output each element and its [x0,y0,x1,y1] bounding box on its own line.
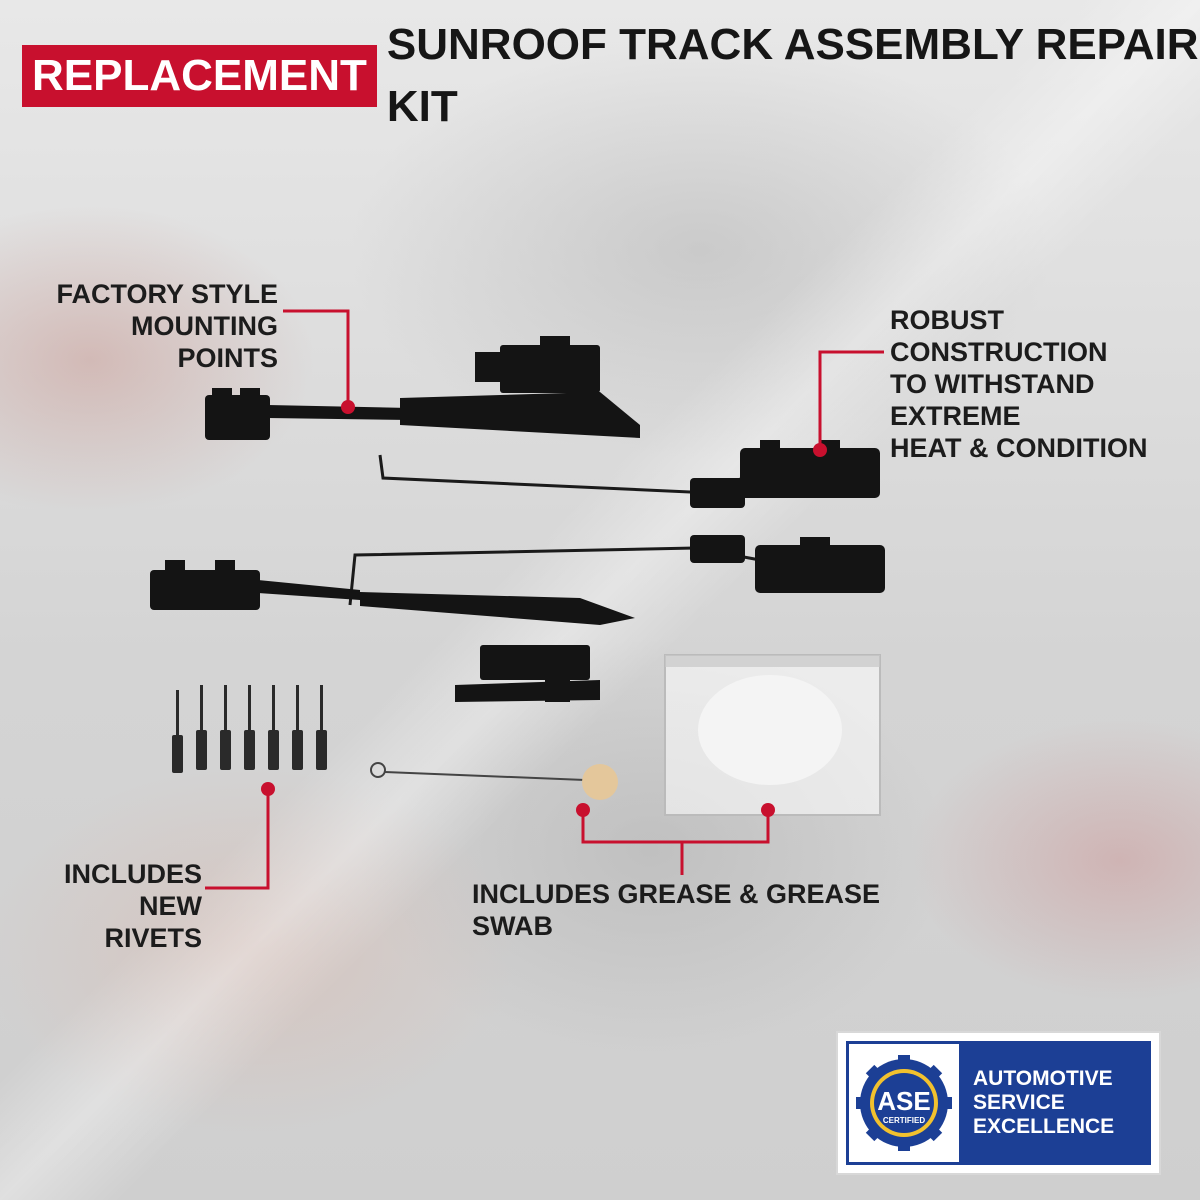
rivet [296,685,299,733]
rivets-callout-line [205,790,270,890]
slider-clip [215,560,235,572]
rivets [172,685,327,773]
slider-clip [800,537,830,549]
rivets-callout: INCLUDES NEW RIVETS [20,858,202,954]
rivets-callout-line1: INCLUDES NEW [63,859,202,921]
replacement-tag: REPLACEMENT [22,45,377,107]
rivet [220,730,231,770]
rivet [244,730,255,770]
rivet [176,690,179,738]
upper-track-assembly [205,336,640,440]
ase-line-2: SERVICE [973,1091,1065,1114]
robust-callout: ROBUST CONSTRUCTION TO WITHSTAND EXTREME… [890,304,1195,464]
ase-seal-sub: CERTIFIED [883,1116,925,1125]
lower-left-slider [150,570,260,610]
upper-track-rail [400,392,640,438]
rivet [272,685,275,733]
rivets-callout-line2: RIVETS [104,923,202,953]
grease-dot-right [761,803,775,817]
mounting-callout-line2: MOUNTING POINTS [131,311,278,373]
lower-cable-bracket [690,535,745,563]
grease-bracket-line [581,810,770,844]
rivet [224,685,227,733]
ase-line-3: EXCELLENCE [973,1115,1115,1138]
ase-seal-text: ASE [877,1086,930,1116]
mounting-callout-line [283,309,350,405]
rivet [268,730,279,770]
upper-left-slider [205,395,270,440]
mounting-callout-line1: FACTORY STYLE [56,279,278,309]
ase-gear-icon: ASE CERTIFIED [856,1055,952,1151]
rivet [248,685,251,733]
grease-packet [698,675,842,785]
ase-certified-badge: ASE CERTIFIED AUTOMOTIVE SERVICE EXCELLE… [836,1031,1161,1175]
rivets-dot [261,782,275,796]
upper-right-slider [740,448,880,498]
rivet [316,730,327,770]
slider-clip [760,440,780,452]
robust-callout-line2: TO WITHSTAND EXTREME [890,369,1095,431]
ase-seal-cell: ASE CERTIFIED [849,1044,959,1162]
ase-line-1: AUTOMOTIVE [973,1067,1113,1090]
grease-swab [370,762,618,800]
lower-right-slider [755,545,885,593]
lower-track-assembly [150,535,885,702]
callout-dots [261,400,827,817]
slider-clip [165,560,185,572]
lower-track-rail [360,592,635,625]
mounting-dot [341,400,355,414]
lower-bracket [480,645,590,680]
robust-callout-line3: HEAT & CONDITION [890,433,1148,463]
rivet [172,735,183,773]
swab-wire [384,771,586,781]
rivet [200,685,203,733]
callout-lines [205,309,884,890]
lower-bracket-base [455,680,600,702]
rivet [320,685,323,733]
page-title: SUNROOF TRACK ASSEMBLY REPAIR KIT [386,20,1199,131]
ase-badge-text: AUTOMOTIVE SERVICE EXCELLENCE [959,1067,1148,1139]
upper-left-clip [212,388,232,400]
upper-bracket-tab [540,336,570,350]
lower-track-arm [258,580,360,600]
grease-callout-text: INCLUDES GREASE & GREASE SWAB [472,879,881,941]
robust-dot [813,443,827,457]
upper-bracket [500,345,600,393]
grease-bag-seal [665,655,880,667]
upper-cable-bracket [690,478,745,508]
grease-bag [664,654,881,816]
grease-dot-left [576,803,590,817]
grease-callout: INCLUDES GREASE & GREASE SWAB [472,878,902,942]
page-header: REPLACEMENT SUNROOF TRACK ASSEMBLY REPAI… [22,20,1200,131]
upper-track-arm [268,405,410,420]
swab-tip [582,764,618,800]
rivet [292,730,303,770]
mounting-callout: FACTORY STYLE MOUNTING POINTS [50,278,278,374]
robust-callout-line1: ROBUST CONSTRUCTION [890,305,1108,367]
upper-left-clip [240,388,260,400]
lower-bracket-tab [545,680,570,702]
swab-loop [370,762,386,778]
ase-badge-inner: ASE CERTIFIED AUTOMOTIVE SERVICE EXCELLE… [846,1041,1151,1165]
rivet [196,730,207,770]
robust-callout-line [818,350,884,448]
upper-right-assembly [378,440,880,508]
